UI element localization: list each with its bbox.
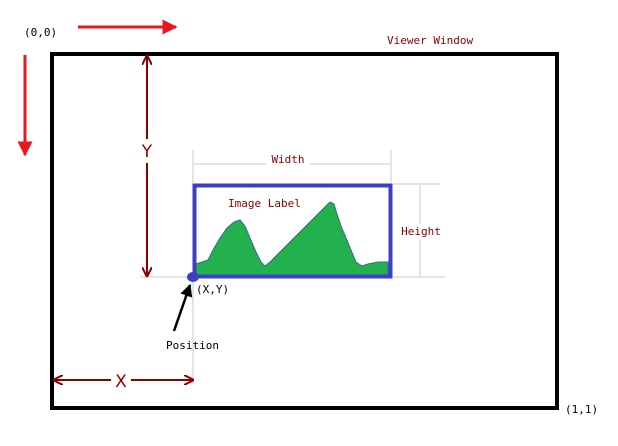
viewer-window-frame: [50, 52, 559, 410]
x-label-backdrop: [111, 370, 131, 390]
position-pointer-arrow: [172, 283, 193, 332]
height-label: Height: [401, 225, 441, 238]
origin-label: (0,0): [24, 26, 57, 39]
mountain-graphic: [195, 201, 389, 277]
width-label: Width: [271, 153, 304, 166]
position-point-label: (X,Y): [196, 283, 229, 296]
end-label: (1,1): [565, 403, 598, 416]
width-label-backdrop: [266, 153, 310, 167]
y-label-backdrop: [136, 139, 158, 163]
height-label-backdrop: [398, 224, 444, 240]
viewer-window-label: Viewer Window: [387, 34, 473, 47]
y-label: Y: [141, 142, 153, 162]
image-label: Image Label: [228, 197, 301, 210]
image-box-frame: [192, 183, 393, 279]
x-label: X: [115, 372, 127, 392]
position-label: Position: [166, 339, 219, 352]
position-dot: [187, 272, 199, 282]
